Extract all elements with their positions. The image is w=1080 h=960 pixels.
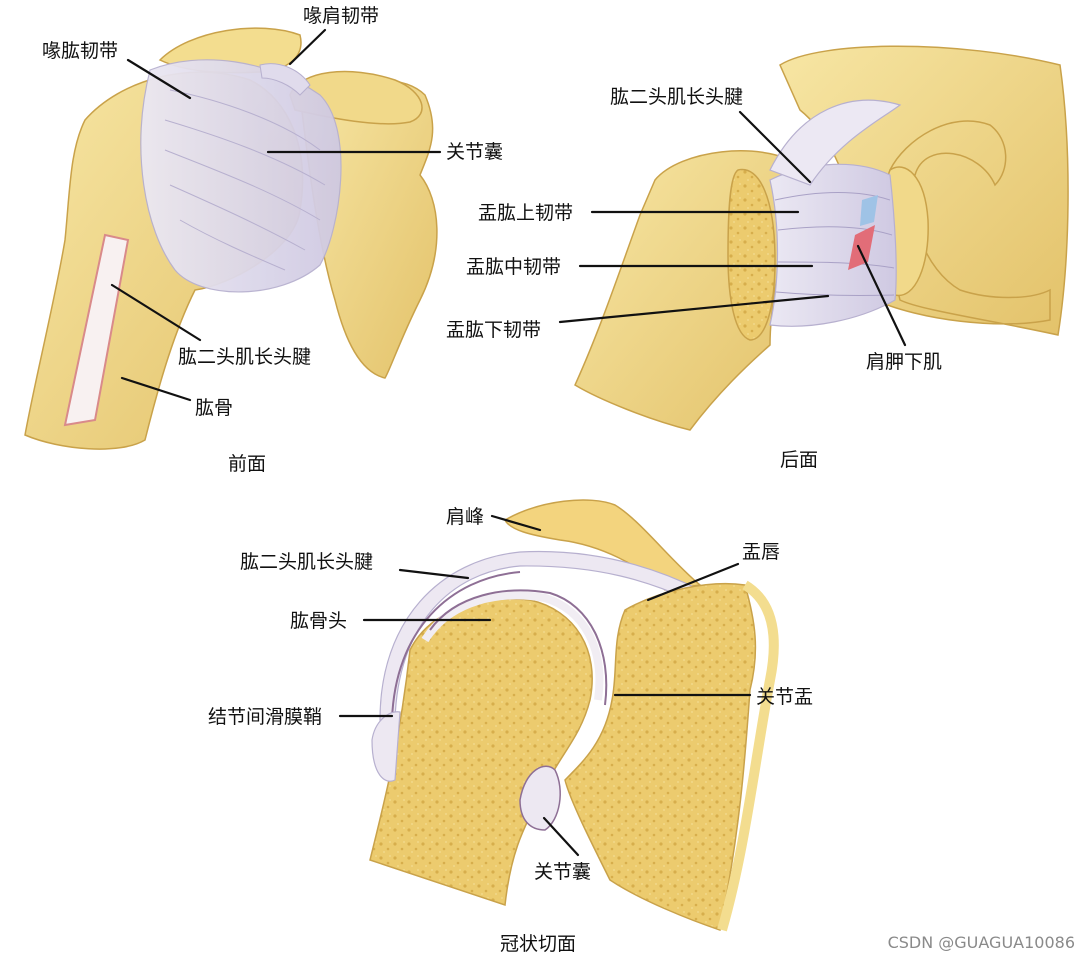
watermark: CSDN @GUAGUA10086 [888, 933, 1075, 952]
label-front-biceps-tendon: 肱二头肌长头腱 [178, 346, 311, 368]
label-labrum: 盂唇 [742, 541, 780, 563]
back-biceps-tendon [769, 99, 902, 186]
label-humerus: 肱骨 [195, 397, 233, 419]
back-ligaments [769, 163, 897, 327]
coronal-view: 肩峰 肱二头肌长头腱 盂唇 肱骨头 关节盂 结节间滑膜鞘 关节囊 冠状切面 [208, 499, 813, 955]
label-glenoid: 关节盂 [756, 686, 813, 708]
label-coracohumeral-ligament: 喙肱韧带 [42, 40, 118, 62]
back-subscapularis-red [848, 225, 875, 270]
front-biceps-tendon [63, 233, 130, 427]
front-capsule [140, 59, 342, 293]
caption-front: 前面 [228, 453, 266, 475]
label-back-biceps-tendon: 肱二头肌长头腱 [610, 86, 743, 108]
label-front-capsule: 关节囊 [446, 141, 503, 163]
caption-back: 后面 [780, 449, 818, 471]
label-superior-gh-ligament: 盂肱上韧带 [478, 202, 573, 224]
label-coracoacromial-ligament: 喙肩韧带 [303, 5, 379, 27]
back-subscapularis-blue [860, 195, 878, 226]
coronal-synovial-sheath [371, 711, 401, 782]
label-coronal-biceps-tendon: 肱二头肌长头腱 [240, 551, 373, 573]
label-synovial-sheath: 结节间滑膜鞘 [208, 706, 322, 728]
front-coracoacromial-ligament [259, 63, 311, 96]
back-view: 肱二头肌长头腱 盂肱上韧带 盂肱中韧带 盂肱下韧带 肩胛下肌 后面 [446, 45, 1069, 471]
caption-coronal: 冠状切面 [500, 933, 576, 955]
label-coronal-capsule: 关节囊 [534, 861, 591, 883]
label-subscapularis: 肩胛下肌 [866, 351, 942, 373]
coronal-glenoid [564, 582, 757, 931]
front-view: 喙肱韧带 喙肩韧带 关节囊 肱二头肌长头腱 肱骨 前面 [24, 5, 503, 475]
label-middle-gh-ligament: 盂肱中韧带 [466, 256, 561, 278]
label-humeral-head: 肱骨头 [290, 610, 347, 632]
coronal-capsule [519, 765, 561, 831]
label-acromion: 肩峰 [446, 506, 484, 528]
label-inferior-gh-ligament: 盂肱下韧带 [446, 319, 541, 341]
